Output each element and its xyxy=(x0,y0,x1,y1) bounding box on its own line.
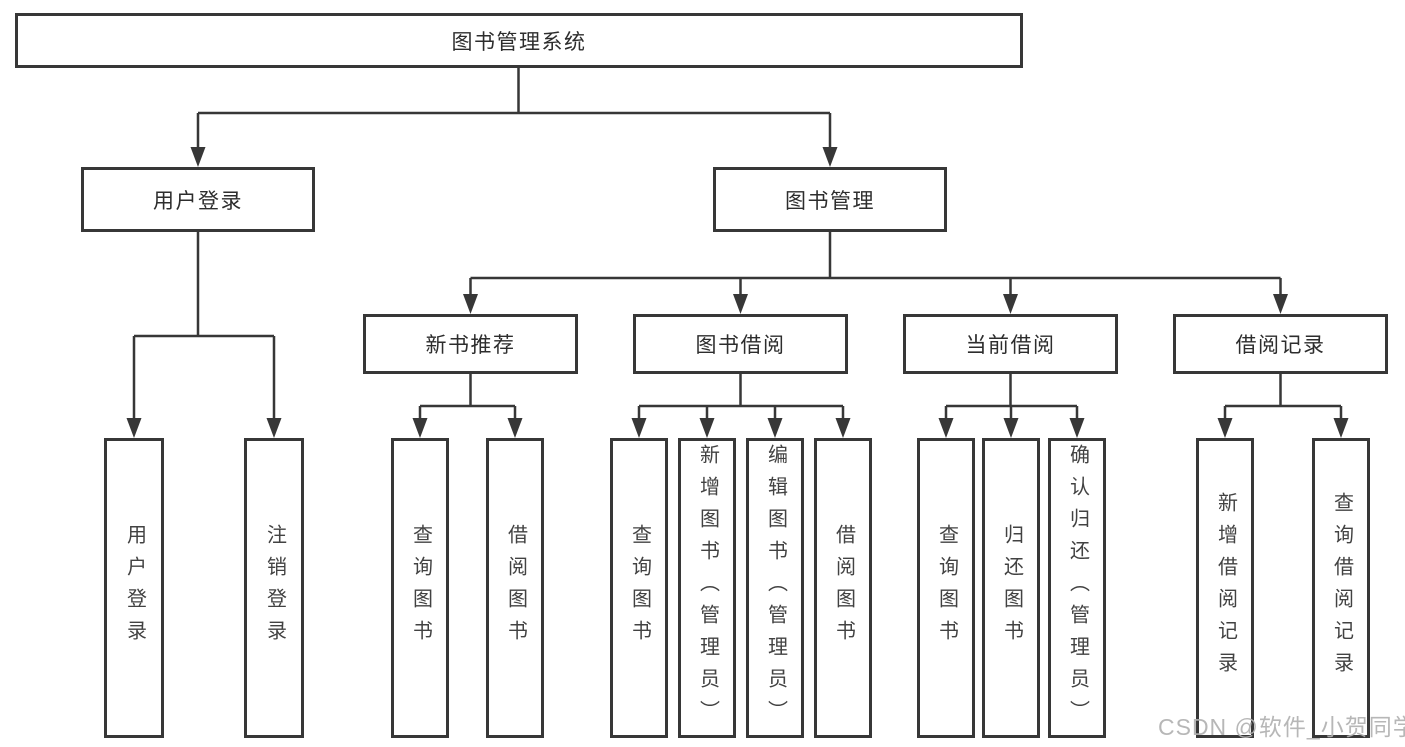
leaf-borrow-books-2: 借阅图书 xyxy=(814,438,872,738)
leaf-return-book: 归还图书 xyxy=(982,438,1040,738)
leaf-borrow-books-2-label: 借阅图书 xyxy=(832,524,855,652)
leaf-add-borrow-record: 新增借阅记录 xyxy=(1196,438,1254,738)
leaf-add-book-admin: 新增图书（管理员） xyxy=(678,438,736,738)
leaf-query-books-1: 查询图书 xyxy=(391,438,449,738)
leaf-logout-label: 注销登录 xyxy=(263,524,286,652)
node-book-borrow-label: 图书借阅 xyxy=(695,334,786,357)
leaf-user-login-label: 用户登录 xyxy=(123,524,146,652)
tree-edges xyxy=(132,68,1343,420)
leaf-query-borrow-record: 查询借阅记录 xyxy=(1312,438,1370,738)
leaf-logout: 注销登录 xyxy=(244,438,304,738)
node-current-borrow: 当前借阅 xyxy=(903,314,1118,374)
node-book-mgmt-label: 图书管理 xyxy=(785,189,875,213)
node-user-login-label: 用户登录 xyxy=(153,189,243,213)
leaf-query-borrow-record-label: 查询借阅记录 xyxy=(1330,492,1353,684)
leaf-confirm-return-admin-label: 确认归还（管理员） xyxy=(1066,444,1089,732)
node-new-book-recommend: 新书推荐 xyxy=(363,314,578,374)
leaf-borrow-books-1: 借阅图书 xyxy=(486,438,544,738)
node-root: 图书管理系统 xyxy=(15,13,1023,68)
node-new-book-recommend-label: 新书推荐 xyxy=(425,334,516,357)
node-book-borrow: 图书借阅 xyxy=(633,314,848,374)
leaf-query-books-2-label: 查询图书 xyxy=(628,524,651,652)
node-borrow-records-label: 借阅记录 xyxy=(1235,334,1326,357)
leaf-add-borrow-record-label: 新增借阅记录 xyxy=(1214,492,1237,684)
node-root-label: 图书管理系统 xyxy=(451,30,587,54)
csdn-watermark: CSDN @软件_小贺同学 xyxy=(1158,714,1405,740)
node-book-mgmt: 图书管理 xyxy=(713,167,947,232)
leaf-edit-book-admin-label: 编辑图书（管理员） xyxy=(764,444,787,732)
leaf-query-books-3: 查询图书 xyxy=(917,438,975,738)
leaf-confirm-return-admin: 确认归还（管理员） xyxy=(1048,438,1106,738)
leaf-query-books-2: 查询图书 xyxy=(610,438,668,738)
node-user-login: 用户登录 xyxy=(81,167,315,232)
node-current-borrow-label: 当前借阅 xyxy=(965,334,1056,357)
leaf-query-books-1-label: 查询图书 xyxy=(409,524,432,652)
node-borrow-records: 借阅记录 xyxy=(1173,314,1388,374)
leaf-borrow-books-1-label: 借阅图书 xyxy=(504,524,527,652)
leaf-return-book-label: 归还图书 xyxy=(1000,524,1023,652)
leaf-user-login: 用户登录 xyxy=(104,438,164,738)
leaf-edit-book-admin: 编辑图书（管理员） xyxy=(746,438,804,738)
leaf-add-book-admin-label: 新增图书（管理员） xyxy=(696,444,719,732)
leaf-query-books-3-label: 查询图书 xyxy=(935,524,958,652)
